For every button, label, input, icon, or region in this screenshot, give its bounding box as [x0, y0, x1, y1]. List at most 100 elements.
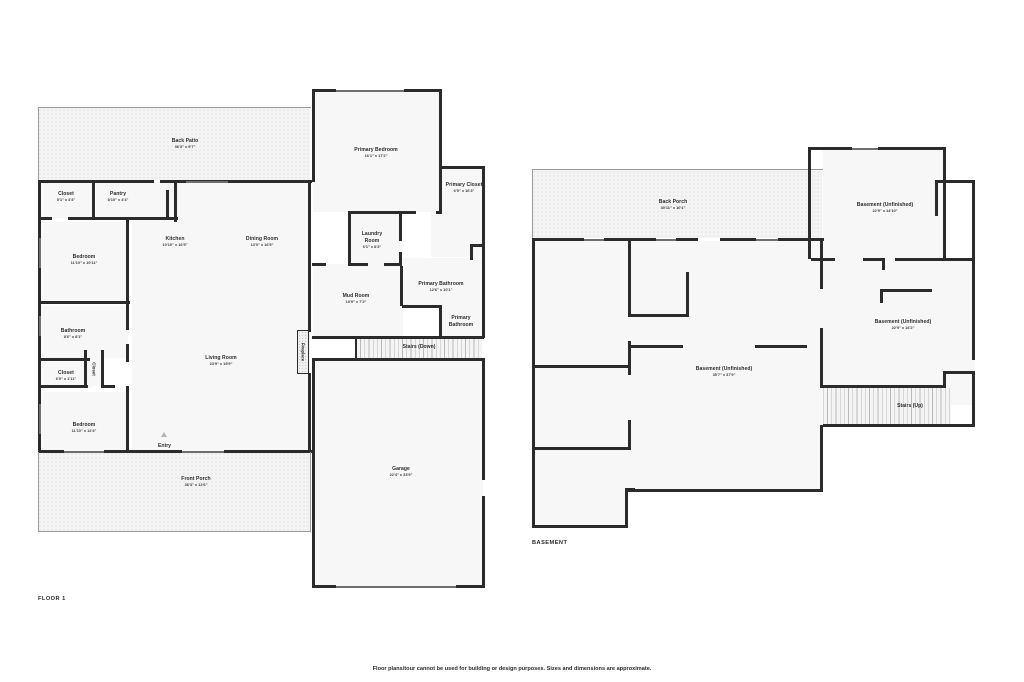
- floor-tag-floor1: FLOOR 1: [38, 596, 66, 602]
- wall-basement-top: [532, 238, 584, 241]
- wall-closet-bottom-2: [68, 217, 178, 220]
- wall-basement-e-inner: [880, 289, 883, 303]
- wall-laundry-bottom-2: [384, 263, 402, 266]
- wall-closet-v-bottom: [101, 385, 115, 388]
- wall-basement-e-right: [972, 180, 975, 300]
- wall-garage-right-2: [482, 496, 485, 588]
- wall-front-porch-right: [310, 452, 311, 532]
- wall-closet-bottom: [38, 217, 52, 220]
- wall-bedroom-upper-right: [126, 218, 129, 303]
- wall-basement-e-jog-v: [943, 371, 946, 388]
- wall-garage-bottom-2: [456, 585, 485, 588]
- room-closet-top: [42, 182, 92, 218]
- wall-bathroom-bottom: [38, 358, 90, 361]
- wall-closet-v-left: [84, 350, 87, 388]
- entry-arrow-icon: [161, 432, 167, 437]
- wall-basement-ne-bottom-3: [895, 258, 975, 261]
- wall-garage-bottom: [312, 585, 336, 588]
- wall-house-back-3: [252, 180, 312, 183]
- wall-bedroom-upper-bottom: [38, 301, 130, 304]
- window-bathroom-left: [38, 316, 42, 336]
- wall-primary-closet-inner-2: [470, 244, 484, 247]
- entry-label: Entry: [157, 443, 172, 449]
- footer-disclaimer: Floor plans/tour cannot be used for buil…: [372, 666, 652, 672]
- window-basement-ne-top: [852, 147, 878, 151]
- wall-basement-ne-top-2: [878, 147, 946, 150]
- wall-basement-part-6: [532, 365, 628, 368]
- wall-primary-closet-right: [482, 166, 485, 258]
- wall-basement-part-5: [631, 345, 683, 348]
- room-bathroom: [42, 306, 128, 358]
- wall-laundry-right: [399, 211, 402, 241]
- wall-stairs-down-bottom: [312, 358, 484, 361]
- wall-stairs-down-top: [356, 336, 482, 339]
- wall-basement-sw-right: [625, 490, 628, 528]
- wall-primary-closet-top: [439, 166, 485, 169]
- wall-front-porch-left: [38, 452, 39, 532]
- wall-basement-stub-r1: [755, 345, 807, 348]
- wall-patio-top: [38, 107, 311, 108]
- wall-closet-v-right: [101, 350, 104, 388]
- wall-pantry-stub: [166, 190, 169, 220]
- wall-basement-left: [532, 238, 535, 528]
- wall-basement-part-3: [686, 272, 689, 317]
- room-mud-room: [313, 264, 403, 338]
- wall-living-right-2: [308, 373, 311, 453]
- wall-pantry-right: [174, 182, 177, 222]
- room-closet-lower: [42, 362, 92, 388]
- window-living-front: [182, 450, 224, 454]
- wall-basement-ne-left: [808, 147, 811, 259]
- wall-basement-part-8: [532, 447, 628, 450]
- wall-basement-ne-inner: [935, 180, 938, 216]
- room-bedroom-upper: [42, 222, 128, 302]
- wall-living-front: [126, 450, 182, 453]
- room-kitchen-upper-strip: [132, 182, 310, 222]
- window-bedroom-lower-bottom: [64, 450, 104, 454]
- wall-house-back: [38, 180, 154, 183]
- wall-basement-main-bottom: [628, 489, 823, 492]
- wall-living-right: [308, 272, 311, 332]
- wall-kitchen-dining-right: [308, 182, 311, 272]
- wall-basement-stairs-right: [972, 371, 975, 427]
- wall-front-porch-bottom: [38, 531, 311, 532]
- wall-basement-part-4: [628, 341, 631, 375]
- room-back-patio: [38, 108, 310, 180]
- wall-basement-ne-top: [808, 147, 852, 150]
- window-bedroom-lower-left: [38, 404, 42, 434]
- window-bedroom-upper-left: [38, 238, 42, 268]
- wall-laundry-right-2: [399, 252, 402, 266]
- wall-primarybath-bottom: [402, 305, 442, 308]
- wall-basement-ne-inner-2: [935, 180, 975, 183]
- window-garage-door: [336, 585, 456, 589]
- wall-basement-top-5: [778, 238, 824, 241]
- room-back-porch: [532, 170, 822, 238]
- room-garage: [313, 360, 483, 587]
- window-basement-top-2: [656, 238, 676, 242]
- wall-basement-bottom: [532, 525, 628, 528]
- room-closet-vertical: [86, 352, 102, 386]
- wall-basement-top-3: [676, 238, 698, 241]
- wall-basement-part-2: [628, 314, 686, 317]
- wall-living-front-2: [224, 450, 312, 453]
- room-primary-bathroom: [402, 258, 483, 306]
- wall-basement-ne-bottom: [811, 258, 835, 261]
- wall-bathroom-right-2: [126, 344, 129, 362]
- room-front-porch: [38, 452, 310, 532]
- wall-basement-main-right-3: [820, 425, 823, 491]
- room-bedroom-lower: [42, 392, 128, 452]
- window-kitchen-back: [186, 180, 228, 184]
- wall-laundry-bottom: [348, 263, 368, 266]
- wall-garage-right: [482, 358, 485, 480]
- wall-bedroom-lower-bottom-2: [104, 450, 130, 453]
- wall-basement-ne-bottom-2: [863, 258, 883, 261]
- wall-basement-e-right-2: [972, 300, 975, 360]
- wall-laundry-top: [348, 211, 402, 214]
- wall-mudroom-right: [400, 266, 403, 306]
- wall-bedroom-lower-bottom: [38, 450, 64, 453]
- wall-basement-part-1: [628, 241, 631, 317]
- wall-primary-bed-top: [312, 89, 336, 92]
- stairs-up-hatch: [823, 388, 951, 426]
- label-closet-vertical: Closet: [91, 362, 97, 376]
- window-basement-top-1: [584, 238, 604, 242]
- wall-bathroom-right: [126, 304, 129, 330]
